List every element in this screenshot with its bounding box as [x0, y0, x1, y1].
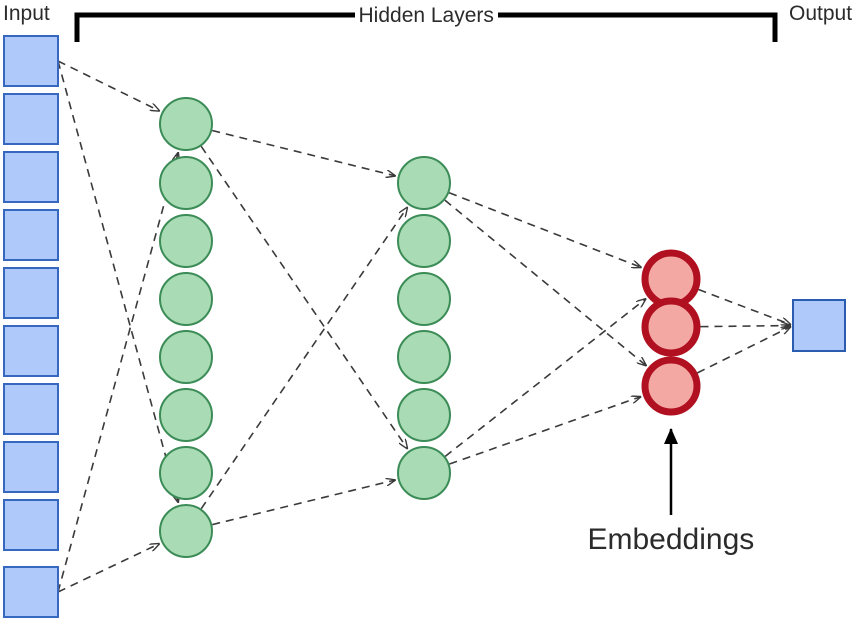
input-node [3, 566, 59, 618]
embedding-node [641, 356, 701, 416]
hidden-node [159, 446, 213, 500]
embeddings-label: Embeddings [587, 523, 755, 556]
connection-line [697, 327, 790, 374]
input-node [3, 383, 59, 435]
connection-line [448, 192, 641, 267]
input-node [3, 209, 59, 261]
connection-line [698, 288, 791, 325]
hidden-layers-label: Hidden Layers [354, 4, 498, 28]
input-node [3, 267, 59, 319]
hidden-node [159, 504, 213, 558]
hidden-node [397, 330, 451, 384]
embedding-node [641, 297, 701, 357]
connection-line [212, 129, 395, 175]
connection-line [200, 208, 407, 510]
input-node [3, 35, 59, 87]
hidden-node [159, 330, 213, 384]
hidden-node [159, 97, 213, 151]
hidden-node [159, 272, 213, 326]
connection-line [57, 60, 178, 502]
input-node [3, 441, 59, 493]
connection-line [57, 153, 178, 593]
connection-line [444, 199, 646, 365]
hidden-node [397, 388, 451, 442]
input-node [3, 151, 59, 203]
output-node [792, 299, 846, 352]
connection-line [444, 299, 645, 457]
input-label: Input [3, 2, 50, 25]
connection-line [449, 397, 640, 465]
hidden-node [397, 446, 451, 500]
input-node [3, 93, 59, 145]
input-node [3, 499, 59, 551]
hidden-node [397, 214, 451, 268]
connection-line [57, 544, 159, 593]
layer-nodes [3, 35, 846, 618]
connection-line [700, 326, 790, 327]
connection-edges [57, 60, 791, 593]
connection-line [57, 60, 159, 111]
hidden-node [159, 156, 213, 210]
hidden-node [159, 388, 213, 442]
connection-line [212, 480, 395, 526]
connection-line [200, 145, 407, 448]
hidden-node [397, 272, 451, 326]
hidden-node [159, 214, 213, 268]
input-node [3, 325, 59, 377]
embedding-node [641, 249, 701, 309]
hidden-node [397, 156, 451, 210]
output-label: Output [789, 2, 853, 25]
